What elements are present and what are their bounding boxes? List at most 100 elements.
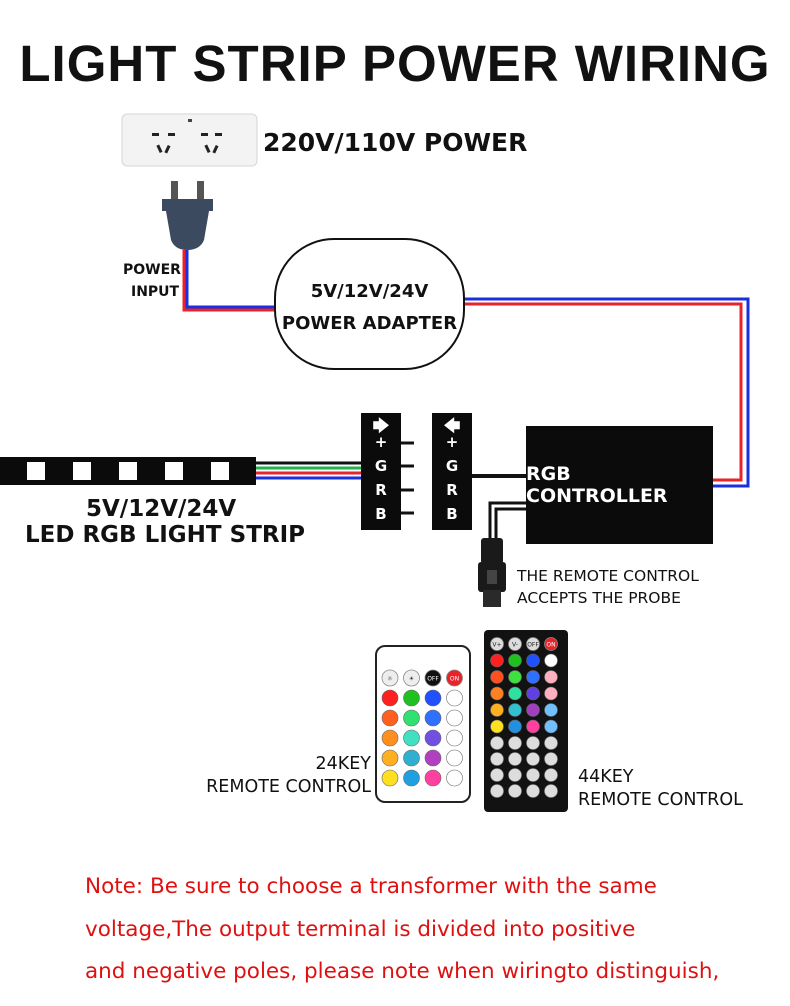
note-line-2: voltage,The output terminal is divided i…	[85, 917, 636, 942]
remote-color-key	[544, 653, 558, 668]
remote-color-key	[508, 703, 522, 717]
connector-out: 🡆 + G R B	[361, 413, 401, 530]
remote-top-key-label: V+	[492, 642, 501, 649]
rgb-controller: RGB CONTROLLER	[526, 426, 713, 544]
remote-top-key	[526, 637, 540, 651]
remote44-label-1: 44KEY	[578, 767, 634, 787]
remote-function-key	[526, 784, 540, 798]
remote-function-key	[490, 736, 504, 750]
remote-function-key	[526, 752, 540, 766]
probe-label-1: THE REMOTE CONTROL	[517, 567, 699, 585]
remote-top-key-label: ☼	[387, 676, 393, 683]
remote-color-key	[446, 769, 463, 787]
remote-color-key	[490, 670, 504, 684]
remote-function-key	[526, 768, 540, 782]
remote-color-key	[381, 709, 399, 727]
remote-color-key	[490, 719, 504, 734]
remote24-label-2: REMOTE CONTROL	[206, 777, 371, 797]
pin-g: G	[445, 457, 459, 475]
pin-r: R	[375, 481, 387, 499]
remote-color-key	[490, 653, 504, 668]
remote-color-key	[446, 749, 463, 767]
remote-top-key-label: OFF	[527, 642, 539, 649]
power-input-label-1: POWER	[123, 262, 181, 278]
adapter-voltage: 5V/12V/24V	[310, 281, 429, 302]
note-line-1: Note: Be sure to choose a transformer wi…	[85, 874, 657, 899]
remote-top-key	[424, 669, 442, 687]
remote-function-key	[508, 768, 522, 782]
remote-top-key-label: OFF	[427, 676, 439, 683]
remote-top-key	[508, 637, 522, 651]
remote-24key-icon: ☼ ☀ OFF ON	[375, 645, 471, 803]
remote-color-key	[381, 749, 399, 767]
remote-color-key	[381, 729, 399, 747]
pin-r: R	[446, 481, 458, 499]
strip-voltage-label: 5V/12V/24V	[86, 496, 237, 522]
remote-color-key	[544, 670, 558, 684]
remote-function-key	[508, 752, 522, 766]
connector-in: 🡄 + G R B	[432, 413, 472, 530]
power-socket-icon	[121, 113, 258, 167]
remote-color-key	[424, 689, 442, 707]
probe-icon	[478, 538, 506, 607]
remote-function-key	[490, 768, 504, 782]
remote-top-key	[544, 637, 558, 651]
remote-color-key	[526, 653, 540, 668]
remote-color-key	[508, 719, 522, 734]
remote-top-key	[403, 669, 420, 687]
remote-color-key	[526, 703, 540, 717]
remote-color-key	[490, 686, 504, 701]
note-line-3: and negative poles, please note when wir…	[85, 959, 720, 984]
remote-color-key	[544, 719, 558, 734]
arrow-left-icon: 🡄	[443, 416, 461, 435]
remote-function-key	[544, 768, 558, 782]
page-title: LIGHT STRIP POWER WIRING	[19, 35, 771, 92]
power-plug-icon	[162, 181, 213, 250]
remote-color-key	[381, 689, 399, 707]
remote-color-key	[508, 670, 522, 684]
remote-top-key	[490, 637, 504, 651]
power-adapter: 5V/12V/24V POWER ADAPTER	[274, 238, 465, 370]
remote-color-key	[403, 689, 420, 707]
remote-color-key	[544, 686, 558, 701]
remote-color-key	[446, 729, 463, 747]
remote-color-key	[403, 749, 420, 767]
remote-top-key-label: V-	[512, 642, 518, 649]
remote-top-key-label: ON	[450, 676, 459, 683]
remote44-label-2: REMOTE CONTROL	[578, 790, 743, 810]
remote-color-key	[381, 769, 399, 787]
arrow-right-icon: 🡆	[372, 416, 390, 435]
remote-color-key	[526, 670, 540, 684]
remote-function-key	[508, 784, 522, 798]
remote-function-key	[544, 752, 558, 766]
remote-function-key	[490, 784, 504, 798]
remote-color-key	[424, 769, 442, 787]
adapter-label: POWER ADAPTER	[281, 313, 458, 334]
remote-color-key	[424, 709, 442, 727]
remote-color-key	[446, 689, 463, 707]
pin-g: G	[374, 457, 388, 475]
remote-function-key	[508, 736, 522, 750]
remote-color-key	[544, 703, 558, 717]
pin-plus: +	[374, 433, 388, 451]
remote-function-key	[544, 736, 558, 750]
remote-color-key	[526, 686, 540, 701]
remote-function-key	[526, 736, 540, 750]
remote-color-key	[403, 769, 420, 787]
remote-top-key-label: ☀	[409, 676, 415, 683]
remote-color-key	[508, 653, 522, 668]
power-input-label-2: INPUT	[131, 284, 180, 300]
pin-b: B	[375, 505, 387, 523]
remote-function-key	[490, 752, 504, 766]
probe-label-2: ACCEPTS THE PROBE	[517, 589, 681, 607]
remote-color-key	[490, 703, 504, 717]
pin-plus: +	[445, 433, 459, 451]
remote-color-key	[424, 749, 442, 767]
remote-function-key	[544, 784, 558, 798]
remote24-label-1: 24KEY	[315, 754, 372, 774]
remote-color-key	[403, 709, 420, 727]
remote-color-key	[403, 729, 420, 747]
power-source-label: 220V/110V POWER	[263, 128, 528, 157]
